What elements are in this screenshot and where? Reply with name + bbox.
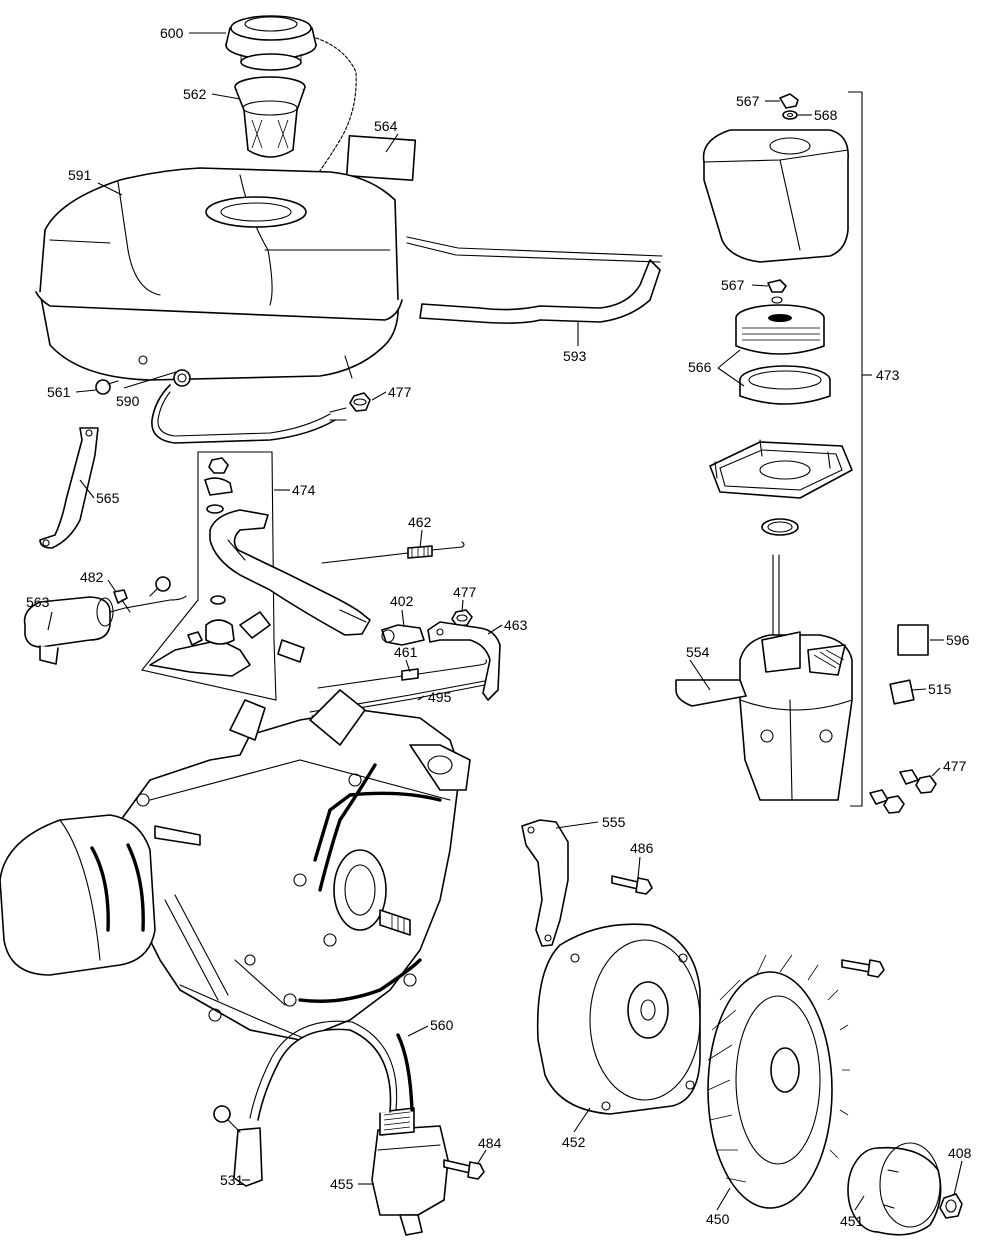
callout-477-lever: 477 xyxy=(453,584,477,600)
fuel-tank-591 xyxy=(35,167,403,381)
flywheel-452 xyxy=(536,923,701,1115)
starter-cup-451 xyxy=(847,1142,942,1236)
fuel-line-bracket-593 xyxy=(406,236,663,324)
spark-plug-boot-531 xyxy=(213,1105,263,1187)
callout-567-top: 567 xyxy=(736,93,760,109)
ignition-coil-455 xyxy=(371,1107,449,1236)
nut-477-b xyxy=(451,609,473,627)
bolt-484 xyxy=(443,1159,485,1180)
callout-564: 564 xyxy=(374,118,398,134)
nut-477-a xyxy=(349,392,371,412)
callout-562: 562 xyxy=(183,86,207,102)
callout-515: 515 xyxy=(928,681,952,697)
rocker-cover xyxy=(0,814,156,976)
callout-477-air: 477 xyxy=(943,758,967,774)
bolt-486 xyxy=(611,875,653,895)
callout-600: 600 xyxy=(160,25,184,41)
callout-566: 566 xyxy=(688,359,712,375)
spring-462 xyxy=(321,541,465,564)
wing-nut-567-top xyxy=(779,93,799,109)
callout-462: 462 xyxy=(408,514,432,530)
washer-568 xyxy=(782,110,798,120)
bushings-and-nuts-477 xyxy=(869,769,937,814)
callout-474: 474 xyxy=(292,482,316,498)
fan-bolt xyxy=(841,959,885,978)
fuel-strainer-562 xyxy=(234,76,306,158)
callout-408: 408 xyxy=(948,1145,972,1161)
spark-plug-engine xyxy=(154,825,201,846)
callout-590: 590 xyxy=(116,393,140,409)
flywheel-nut-408 xyxy=(939,1193,963,1219)
callout-554: 554 xyxy=(686,644,710,660)
callout-461: 461 xyxy=(394,644,418,660)
label-564 xyxy=(345,134,417,182)
callout-560: 560 xyxy=(430,1017,454,1033)
engine-block xyxy=(109,689,471,1046)
leader-lines xyxy=(47,32,963,1211)
fuel-solenoid-563 xyxy=(23,595,187,665)
air-cleaner-base-plate xyxy=(709,439,853,499)
callout-402: 402 xyxy=(390,593,414,609)
callout-568: 568 xyxy=(814,107,838,123)
air-cleaner-housing-554 xyxy=(675,554,853,801)
engine-bracket-555 xyxy=(521,819,569,947)
callout-565: 565 xyxy=(96,490,120,506)
bolt-561 xyxy=(95,379,119,395)
cooling-fan-450 xyxy=(707,954,850,1209)
callout-477-tank: 477 xyxy=(388,384,412,400)
callout-455: 455 xyxy=(330,1176,354,1192)
air-cleaner-cover xyxy=(702,129,849,263)
callout-563: 563 xyxy=(26,594,50,610)
label-515 xyxy=(889,679,915,705)
air-filter-566 xyxy=(735,304,831,405)
callout-531: 531 xyxy=(220,1172,244,1188)
callout-495: 495 xyxy=(428,689,452,705)
strap-565 xyxy=(39,427,99,549)
callout-567-lower: 567 xyxy=(721,277,745,293)
governor-bracket-463 xyxy=(427,621,501,701)
callout-482: 482 xyxy=(80,569,104,585)
throttle-assembly-474 xyxy=(141,451,371,701)
callout-452: 452 xyxy=(562,1134,586,1150)
callout-451: 451 xyxy=(840,1213,864,1229)
bracket-473 xyxy=(848,91,863,807)
callout-561: 561 xyxy=(47,384,71,400)
callout-596: 596 xyxy=(946,632,970,648)
callout-555: 555 xyxy=(602,814,626,830)
wiring-harness xyxy=(298,763,442,1003)
ignition-wire-560 xyxy=(249,1020,414,1121)
label-596 xyxy=(897,624,929,656)
fuel-cap-600 xyxy=(225,15,317,71)
callout-591: 591 xyxy=(68,167,92,183)
callout-593: 593 xyxy=(563,348,587,364)
callout-463: 463 xyxy=(504,617,528,633)
bolt-482 xyxy=(113,576,171,613)
callout-450: 450 xyxy=(706,1211,730,1227)
callout-labels: 600 562 564 591 593 561 590 477 565 474 … xyxy=(26,25,972,1229)
callout-484: 484 xyxy=(478,1135,502,1151)
callout-473: 473 xyxy=(876,367,900,383)
pin-402 xyxy=(381,624,425,646)
callout-486: 486 xyxy=(630,840,654,856)
gasket-ring xyxy=(761,518,799,536)
wing-nut-567-lower xyxy=(767,279,787,304)
fuel-valve-590 xyxy=(151,369,347,444)
